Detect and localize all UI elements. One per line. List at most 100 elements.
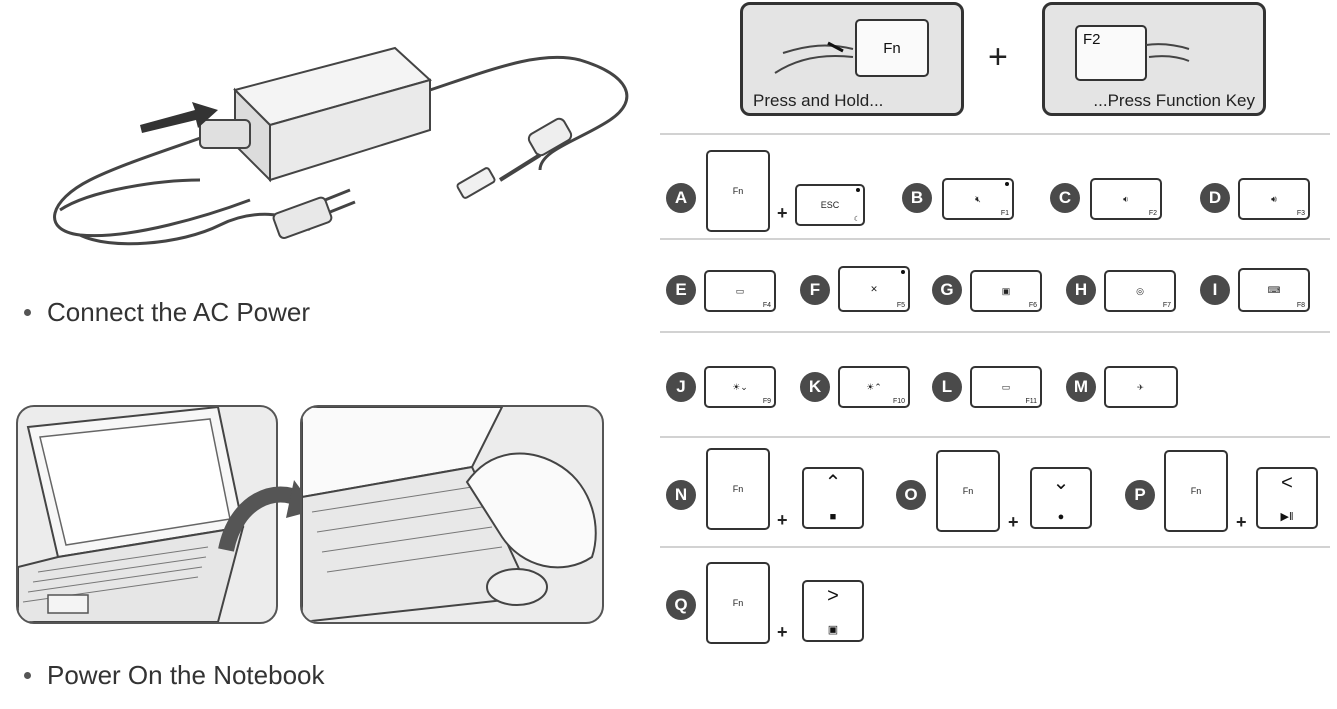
f9-label: F9 <box>762 398 771 405</box>
press-and-hold-illustration: Fn Press and Hold... <box>740 2 964 116</box>
arrow-up-icon: ⌃ <box>824 472 842 494</box>
brightness-up-f10-key: ☀⌃ F10 <box>838 366 910 408</box>
volume-up-icon: 🔊︎ <box>1271 193 1277 204</box>
ac-adapter-illustration <box>20 30 640 270</box>
badge-i: I <box>1200 275 1230 305</box>
fn-key: Fn <box>855 19 929 77</box>
brightness-down-icon: ☀⌄ <box>732 381 748 392</box>
fn-key-a: Fn <box>706 150 770 232</box>
step-power-on-notebook: Power On the Notebook <box>20 660 325 691</box>
badge-c: C <box>1050 183 1080 213</box>
f10-label: F10 <box>892 398 905 405</box>
play-pause-icon: ▶‖ <box>1280 511 1294 523</box>
press-function-key-illustration: F2 ...Press Function Key <box>1042 2 1266 116</box>
touchpad-f4-key: ▭ F4 <box>704 270 776 312</box>
press-and-hold-label: Press and Hold... <box>753 91 884 110</box>
mute-icon: 🔇︎ <box>975 193 981 204</box>
touchpad-off-icon: ▭ <box>735 285 745 296</box>
fn-key-label: Fn <box>1190 486 1202 497</box>
f5-label: F5 <box>896 302 905 309</box>
bullet-icon <box>24 309 31 316</box>
f1-label: F1 <box>1000 210 1009 217</box>
f2-label: F2 <box>1148 210 1157 217</box>
badge-p: P <box>1125 480 1155 510</box>
volume-down-icon: 🔉︎ <box>1123 193 1129 204</box>
indicator-dot <box>901 270 905 274</box>
finger-icon <box>773 23 859 83</box>
esc-key-label: ESC <box>820 200 840 210</box>
step-caption: Connect the AC Power <box>47 297 311 327</box>
arrow-right-key: > ▣ <box>802 580 864 642</box>
badge-d: D <box>1200 183 1230 213</box>
f8-label: F8 <box>1296 302 1305 309</box>
keyboard-backlight-icon: ⌨ <box>1267 284 1281 295</box>
indicator-dot <box>1005 182 1009 186</box>
header-plus: + <box>988 38 1008 76</box>
badge-n: N <box>666 480 696 510</box>
badge-g: G <box>932 275 962 305</box>
keyboard-backlight-f8-key: ⌨ F8 <box>1238 268 1310 312</box>
screen-f11-key: ▭ F11 <box>970 366 1042 408</box>
f4-label: F4 <box>762 302 771 309</box>
step-caption: Power On the Notebook <box>47 660 325 690</box>
badge-o: O <box>896 480 926 510</box>
badge-q: Q <box>666 590 696 620</box>
badge-h: H <box>1066 275 1096 305</box>
badge-e: E <box>666 275 696 305</box>
badge-l: L <box>932 372 962 402</box>
media-stop-icon: ■ <box>829 511 837 523</box>
arrow-left-icon: < <box>1281 472 1293 494</box>
divider <box>660 331 1330 333</box>
f3-label: F3 <box>1296 210 1305 217</box>
volume-up-f3-key: 🔊︎ F3 <box>1238 178 1310 220</box>
plus-icon: + <box>777 510 788 530</box>
fn-key-q: Fn <box>706 562 770 644</box>
power-button-illustration <box>300 405 604 624</box>
badge-b: B <box>902 183 932 213</box>
fn-key-label: Fn <box>962 486 974 497</box>
f2-key: F2 <box>1075 25 1147 81</box>
fn-key-label: Fn <box>732 598 744 609</box>
arrow-right-icon: > <box>827 585 839 607</box>
f6-label: F6 <box>1028 302 1037 309</box>
screen-icon: ▣ <box>827 624 839 636</box>
fn-key-o: Fn <box>936 450 1000 532</box>
camera-f7-key: ◎ F7 <box>1104 270 1176 312</box>
fn-key-n: Fn <box>706 448 770 530</box>
divider <box>660 546 1330 548</box>
brightness-down-f9-key: ☀⌄ F9 <box>704 366 776 408</box>
volume-down-f2-key: 🔉︎ F2 <box>1090 178 1162 220</box>
bullet-icon <box>24 672 31 679</box>
fn-key-label: Fn <box>732 186 744 197</box>
brightness-up-icon: ☀⌃ <box>866 381 882 392</box>
step-connect-ac-power: Connect the AC Power <box>20 297 310 328</box>
screen-icon: ▭ <box>1001 381 1011 392</box>
arrow-left-key: < ▶‖ <box>1256 467 1318 529</box>
badge-j: J <box>666 372 696 402</box>
esc-key: ESC ☾ <box>795 184 865 226</box>
badge-m: M <box>1066 372 1096 402</box>
sleep-icon: ☾ <box>853 216 860 223</box>
display-switch-f6-key: ▣ F6 <box>970 270 1042 312</box>
divider <box>660 238 1330 240</box>
plus-icon: + <box>1236 512 1247 532</box>
plus-icon: + <box>1008 512 1019 532</box>
divider <box>660 133 1330 135</box>
mic-mute-icon: ✕ <box>870 283 878 294</box>
press-function-key-label: ...Press Function Key <box>1093 91 1255 110</box>
media-record-icon: ● <box>1057 511 1065 523</box>
mic-mute-f5-key: ✕ F5 <box>838 266 910 312</box>
f7-label: F7 <box>1162 302 1171 309</box>
badge-f: F <box>800 275 830 305</box>
camera-icon: ◎ <box>1136 285 1144 296</box>
airplane-mode-key: ✈ <box>1104 366 1178 408</box>
f11-label: F11 <box>1025 398 1037 405</box>
indicator-dot <box>856 188 860 192</box>
finger-icon <box>1141 25 1191 75</box>
f2-key-label: F2 <box>1083 31 1101 48</box>
arrow-down-icon: ⌄ <box>1052 472 1070 494</box>
plus-icon: + <box>777 203 788 223</box>
arrow-down-key: ⌄ ● <box>1030 467 1092 529</box>
fn-key-p: Fn <box>1164 450 1228 532</box>
fn-key-label: Fn <box>883 39 901 57</box>
